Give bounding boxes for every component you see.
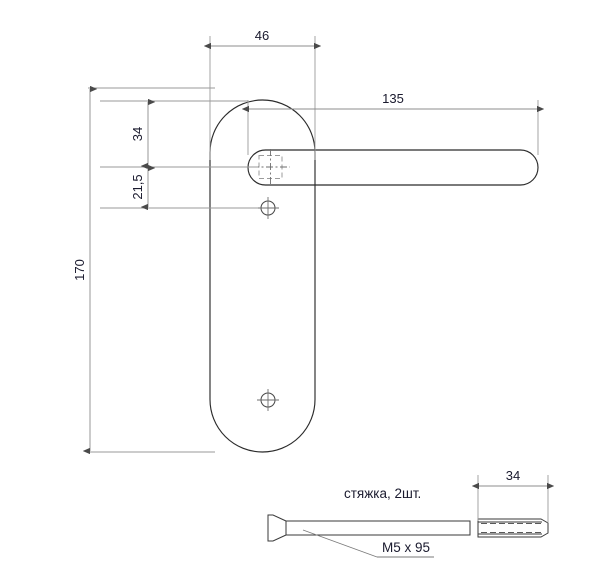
dimension-label-handle-length: 135 xyxy=(382,91,404,106)
upper-fixing-hole xyxy=(257,197,279,219)
dimension-label-spindle-from-top: 34 xyxy=(130,127,145,141)
dimension-label-plate-height: 170 xyxy=(72,259,87,281)
lever-handle xyxy=(247,149,539,186)
bolt-spec-label: M5 x 95 xyxy=(382,540,430,555)
square-spindle-hole xyxy=(252,149,290,186)
lower-fixing-hole xyxy=(257,389,279,411)
dimension-screw-offset: 21,5 xyxy=(100,164,258,211)
dimension-plate-width: 46 xyxy=(203,28,322,160)
tie-bolt-note-label: стяжка, 2шт. xyxy=(344,486,421,501)
tie-bolt xyxy=(267,514,471,542)
barrel-nut xyxy=(477,518,549,538)
dimension-label-barrel-nut-length: 34 xyxy=(506,468,520,483)
backplate xyxy=(209,99,316,453)
dimension-plate-height: 170 xyxy=(72,85,215,455)
dimension-label-screw-offset: 21,5 xyxy=(130,174,145,199)
dimension-label-plate-width: 46 xyxy=(255,28,269,43)
dimension-handle-length: 135 xyxy=(241,91,545,155)
bolt-spec-leader xyxy=(302,529,434,558)
dimension-barrel-nut-length: 34 xyxy=(471,468,555,523)
dimension-spindle-from-top: 34 xyxy=(100,98,258,170)
